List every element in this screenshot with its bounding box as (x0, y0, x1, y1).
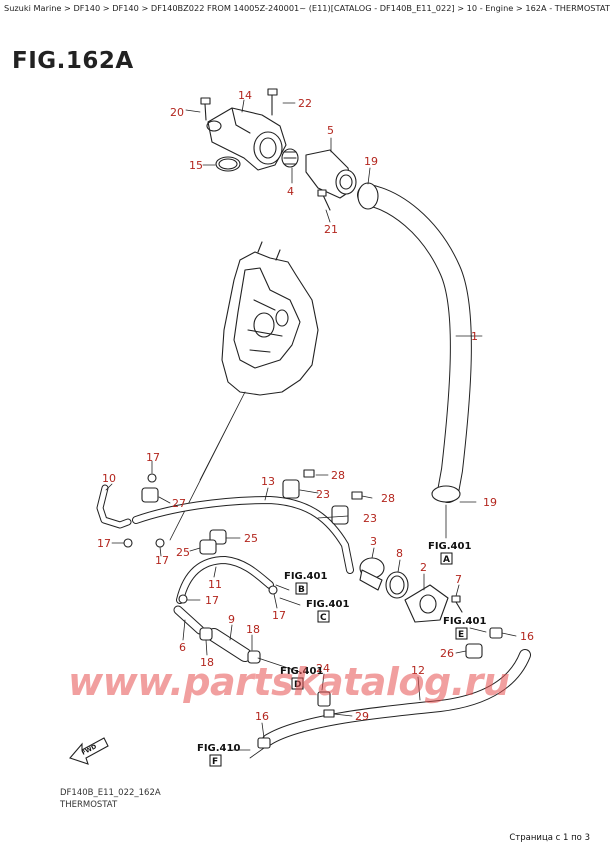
clip-23b (331, 505, 349, 525)
part-label-25a[interactable]: 25 (244, 532, 258, 545)
part-label-17d[interactable]: 17 (205, 594, 219, 607)
svg-text:B: B (298, 585, 305, 595)
bolt-22 (267, 88, 278, 116)
svg-text:FIG.401: FIG.401 (280, 666, 323, 677)
breadcrumb: Suzuki Marine > DF140 > DF140 > DF140BZ0… (4, 3, 610, 13)
part-label-29[interactable]: 29 (355, 710, 369, 723)
part-label-11[interactable]: 11 (208, 578, 222, 591)
part-label-20[interactable]: 20 (170, 106, 184, 119)
clamp-19-top (357, 182, 379, 210)
svg-text:F: F (212, 757, 218, 767)
footer-code: DF140B_E11_022_162A (60, 788, 161, 798)
part-label-15[interactable]: 15 (189, 159, 203, 172)
fig-ref-e[interactable]: FIG.401 E (443, 616, 486, 640)
clip-23a (282, 479, 300, 499)
part-label-5[interactable]: 5 (327, 124, 334, 137)
part-label-4[interactable]: 4 (287, 185, 294, 198)
part-label-22[interactable]: 22 (298, 97, 312, 110)
part-label-27[interactable]: 27 (172, 497, 186, 510)
clamp-25b (199, 539, 217, 555)
svg-text:FIG.410: FIG.410 (197, 743, 240, 754)
part-label-23a[interactable]: 23 (316, 488, 330, 501)
part-label-16b[interactable]: 16 (255, 710, 269, 723)
part-label-17b[interactable]: 17 (97, 537, 111, 550)
part-label-13[interactable]: 13 (261, 475, 275, 488)
part-label-21[interactable]: 21 (324, 223, 338, 236)
part-label-10[interactable]: 10 (102, 472, 116, 485)
figure-title: FIG.162A (12, 48, 134, 74)
part-label-19a[interactable]: 19 (364, 155, 378, 168)
part-label-17a[interactable]: 17 (146, 451, 160, 464)
pagination: Страница с 1 по 3 (509, 833, 590, 843)
thermostat-cover-5 (305, 149, 357, 199)
part-label-18a[interactable]: 18 (246, 623, 260, 636)
hose-11 (176, 556, 274, 604)
thermostat-4 (281, 148, 299, 168)
svg-text:FIG.401: FIG.401 (306, 599, 349, 610)
part-label-25b[interactable]: 25 (176, 546, 190, 559)
part-label-17e[interactable]: 17 (272, 609, 286, 622)
part-label-18b[interactable]: 18 (200, 656, 214, 669)
part-label-8[interactable]: 8 (396, 547, 403, 560)
part-label-7[interactable]: 7 (455, 573, 462, 586)
bolt-20 (200, 97, 211, 121)
part-label-26[interactable]: 26 (440, 647, 454, 660)
svg-text:FIG.401: FIG.401 (284, 571, 327, 582)
clamp-27 (141, 487, 159, 503)
fig-references: FIG.401 A FIG.401 B FIG.401 C FIG.401 D … (197, 541, 486, 767)
part-label-17c[interactable]: 17 (155, 554, 169, 567)
svg-text:D: D (294, 680, 301, 690)
part-label-1[interactable]: 1 (471, 330, 478, 343)
thermostat-housing (206, 107, 287, 171)
fig-ref-f[interactable]: FIG.410 F (197, 743, 240, 767)
clamp-19-lower (431, 485, 461, 503)
part-label-2[interactable]: 2 (420, 561, 427, 574)
part-label-16a[interactable]: 16 (520, 630, 534, 643)
fig-ref-c[interactable]: FIG.401 C (306, 599, 349, 623)
part-label-12[interactable]: 12 (411, 664, 425, 677)
part-label-9[interactable]: 9 (228, 613, 235, 626)
part-label-14[interactable]: 14 (238, 89, 252, 102)
fig-ref-b[interactable]: FIG.401 B (284, 571, 327, 595)
part-label-6[interactable]: 6 (179, 641, 186, 654)
part-label-24[interactable]: 24 (316, 662, 330, 675)
fwd-arrow-icon: FWD (69, 737, 109, 765)
svg-text:E: E (458, 630, 464, 640)
part-label-28a[interactable]: 28 (331, 469, 345, 482)
footer-name: THERMOSTAT (60, 800, 118, 810)
cover-2 (404, 584, 449, 623)
engine-block (169, 241, 319, 541)
svg-text:FIG.401: FIG.401 (428, 541, 471, 552)
part-label-3[interactable]: 3 (370, 535, 377, 548)
fig-ref-d[interactable]: FIG.401 D (280, 666, 323, 690)
part-label-23b[interactable]: 23 (363, 512, 377, 525)
part-label-19b[interactable]: 19 (483, 496, 497, 509)
svg-text:FIG.401: FIG.401 (443, 616, 486, 627)
svg-text:C: C (320, 613, 327, 623)
part-label-28b[interactable]: 28 (381, 492, 395, 505)
svg-text:A: A (443, 555, 450, 565)
part-labels: 1 2 3 4 5 6 7 8 9 10 11 12 13 14 15 16 1… (97, 89, 534, 723)
watermark: www.partskatalog.ru (68, 660, 510, 704)
fig-ref-a[interactable]: FIG.401 A (428, 541, 471, 565)
